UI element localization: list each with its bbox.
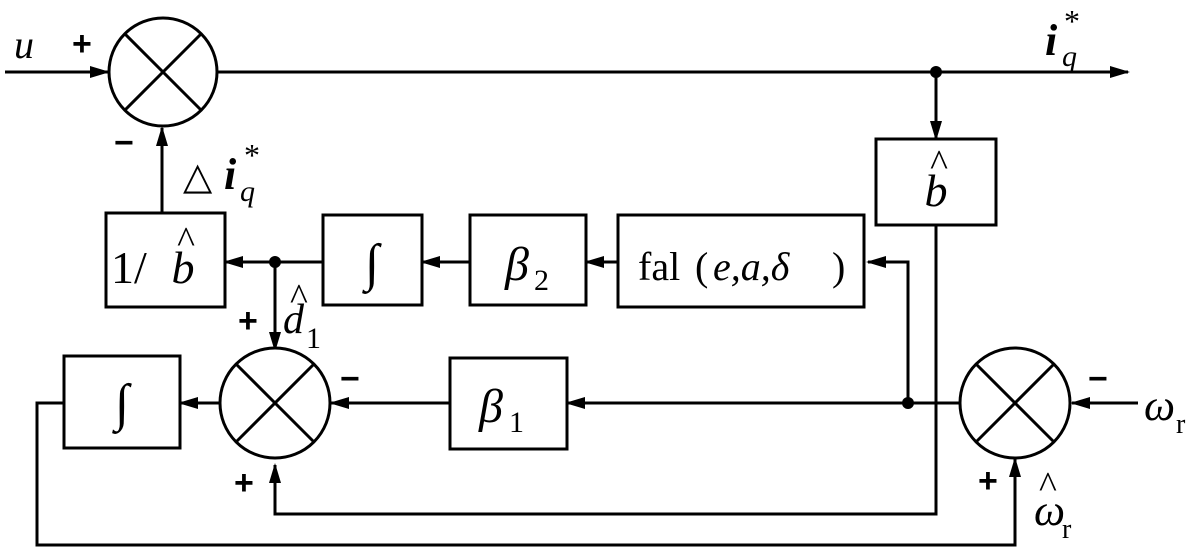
fal-arguments: e,a,δ: [713, 244, 791, 289]
b-hat-hat: ^: [930, 143, 948, 185]
integrator-block-bottom: ∫: [62, 354, 182, 450]
iq-star-sup: *: [1064, 3, 1080, 39]
gain-block-inverse-b-hat: 1/ b ^: [104, 211, 227, 309]
wire-omega-hat-feedback: [35, 401, 1021, 547]
inverse-b-hat: ^: [177, 220, 195, 262]
label-u: u: [14, 22, 34, 67]
fal-open-paren: (: [695, 244, 708, 289]
iq-star-base: i: [1045, 16, 1058, 65]
sign-middle-plus-top: +: [238, 302, 258, 340]
label-omega-r: ω r: [1144, 381, 1186, 440]
label-d1-hat: d 1 ^: [283, 277, 321, 355]
sign-top-plus: +: [72, 25, 92, 63]
gain-block-beta1: β 1: [448, 356, 569, 451]
omega-r-sub: r: [1176, 409, 1186, 440]
junction-dot-error: [902, 397, 914, 409]
inverse-b-base: b: [172, 242, 195, 293]
integrator-bottom-symbol: ∫: [112, 375, 132, 434]
sign-top-minus: −: [114, 124, 134, 162]
sign-middle-minus: −: [340, 360, 360, 398]
junction-dot-d1: [269, 256, 281, 268]
omega-hat-hat: ^: [1039, 465, 1057, 507]
omega-hat-base: ω: [1034, 486, 1065, 535]
d1-sub: 1: [306, 322, 321, 355]
nonlinear-block-fal: fal ( e,a,δ ): [616, 213, 866, 309]
sign-right-minus: −: [1088, 360, 1108, 398]
fal-close-paren: ): [832, 244, 845, 289]
summing-junction-middle: [218, 346, 332, 460]
gain-block-beta2: β 2: [468, 213, 588, 307]
sign-right-plus: +: [978, 462, 998, 500]
iq-star-sub: q: [1062, 40, 1077, 73]
delta-iq-sub: q: [240, 175, 255, 208]
b-hat-base: b: [925, 165, 948, 216]
sign-middle-plus-bottom: +: [234, 464, 254, 502]
beta1-base: β: [478, 380, 503, 433]
omega-hat-sub: r: [1062, 514, 1072, 545]
omega-r-base: ω: [1144, 381, 1175, 430]
delta-iq-delta: △: [183, 156, 213, 198]
inverse-b-prefix: 1/: [111, 242, 147, 293]
wire-bhat-feedback: [269, 225, 938, 516]
wire-e-to-fal: [866, 256, 910, 403]
d1-hat: ^: [290, 277, 308, 319]
fal-name: fal: [638, 244, 680, 289]
beta1-sub: 1: [509, 406, 524, 439]
delta-iq-sup: *: [244, 137, 260, 173]
integrator-top-symbol: ∫: [362, 235, 382, 294]
label-omega-r-hat: ω r ^: [1034, 465, 1072, 545]
d1-base: d: [283, 297, 305, 343]
gain-block-b-hat: b ^: [874, 137, 998, 227]
delta-iq-base: i: [224, 150, 237, 199]
integrator-block-top: ∫: [321, 213, 424, 307]
beta2-sub: 2: [534, 264, 549, 297]
junction-dot-iq: [930, 66, 942, 78]
summing-junction-right: [958, 346, 1072, 460]
label-delta-iq-star: △ i q *: [183, 137, 260, 208]
beta2-base: β: [504, 238, 529, 291]
summing-junction-top: [107, 16, 219, 128]
label-iq-star: i q *: [1045, 3, 1080, 73]
